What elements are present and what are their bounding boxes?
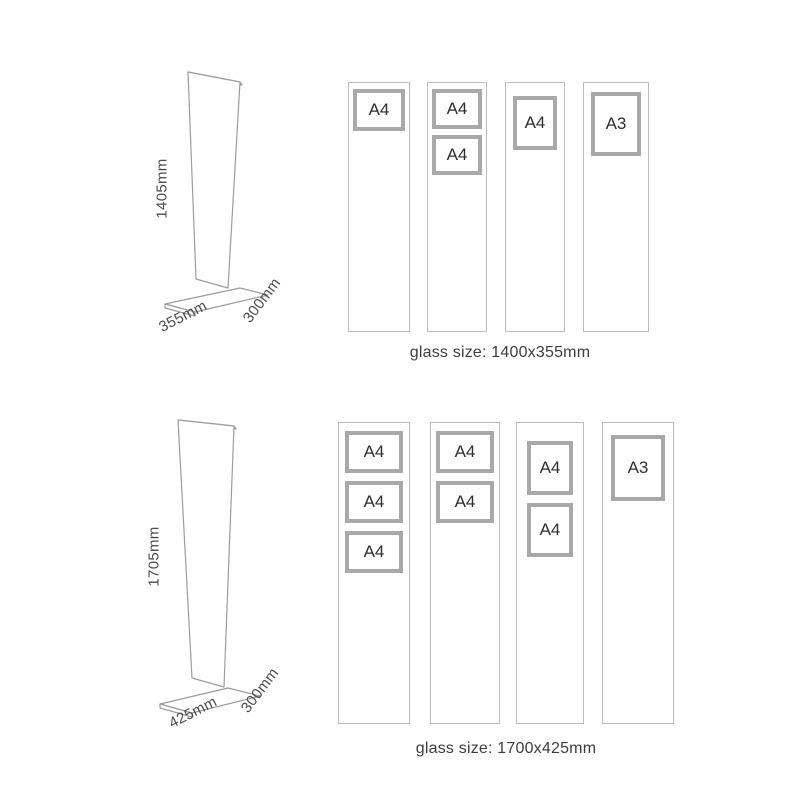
glass-size-caption: glass size: 1700x425mm (415, 740, 597, 757)
a4-frame: A4 (432, 135, 482, 175)
glass-panel: A4 (348, 82, 410, 332)
section-stand-1700: 1705mm 425mm 300mm A4 A4 A4 A4 A4 A4 A4 … (0, 380, 800, 800)
a4-frame: A4 (527, 441, 573, 495)
glass-panel: A4 A4 (516, 422, 584, 724)
height-dimension-label: 1405mm (153, 158, 171, 219)
a4-frame: A4 (436, 481, 494, 523)
a3-frame: A3 (591, 92, 641, 156)
stand-panel-face (177, 419, 235, 688)
section-stand-1400: 1405mm 355mm 300mm A4 A4 A4 A4 A3 glass … (0, 0, 800, 380)
stand-sketch-1700 (159, 419, 261, 718)
glass-panel: A4 A4 (427, 82, 487, 332)
glass-panel: A4 A4 A4 (338, 422, 410, 724)
a4-frame: A4 (345, 431, 403, 473)
a4-frame: A4 (345, 531, 403, 573)
a4-frame: A4 (436, 431, 494, 473)
a4-frame: A4 (353, 89, 405, 131)
a4-frame: A4 (345, 481, 403, 523)
glass-panel: A4 (505, 82, 565, 332)
stand-panel-face (187, 71, 241, 289)
a4-frame: A4 (513, 96, 557, 150)
stand-base-front (164, 303, 196, 317)
glass-panel: A3 (583, 82, 649, 332)
height-dimension-label: 1705mm (145, 526, 163, 587)
glass-size-caption: glass size: 1400x355mm (409, 344, 591, 361)
stand-sketch-1400 (164, 71, 269, 317)
glass-panel: A3 (602, 422, 674, 724)
stand-base-front (159, 703, 193, 718)
a4-frame: A4 (527, 503, 573, 557)
a3-frame: A3 (611, 435, 665, 501)
a4-frame: A4 (432, 89, 482, 129)
glass-panel: A4 A4 (430, 422, 500, 724)
